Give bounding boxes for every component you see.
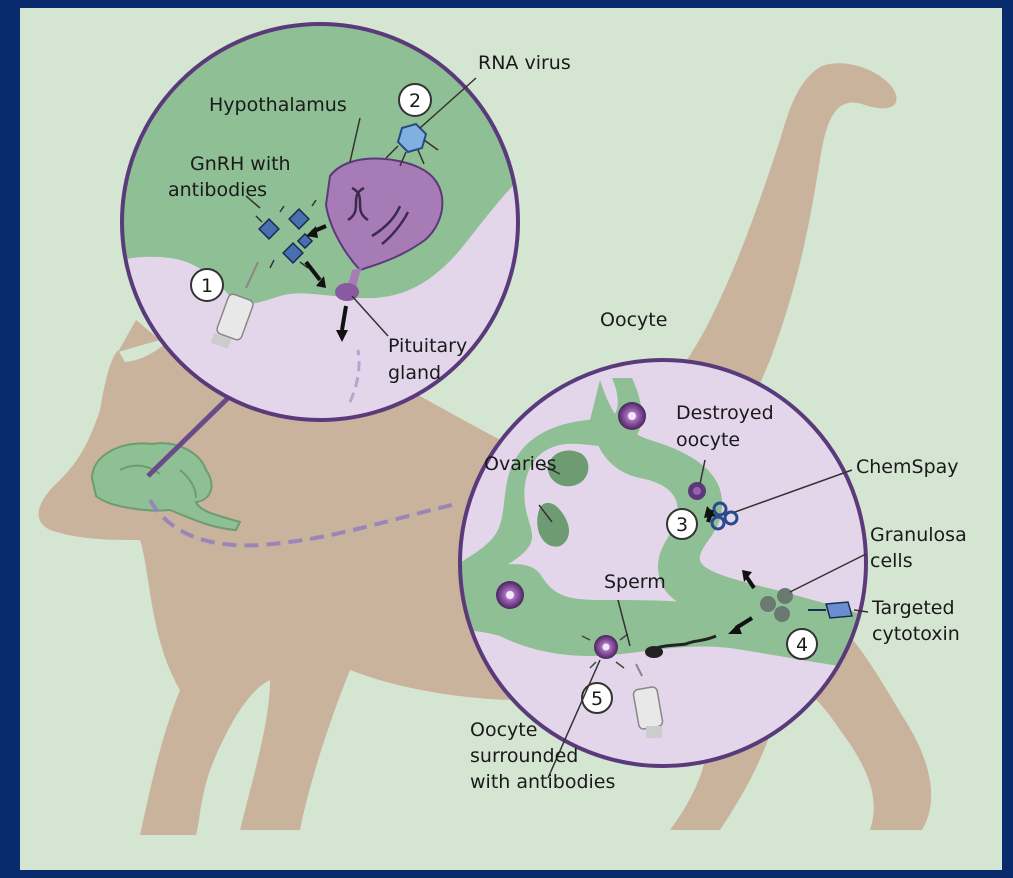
label-ovaries: Ovaries <box>484 453 557 475</box>
svg-text:4: 4 <box>796 634 808 656</box>
label-gnrh-1: GnRH with <box>190 153 291 175</box>
label-granulosa-2: cells <box>870 550 913 572</box>
svg-text:1: 1 <box>201 275 213 297</box>
step-5-badge: 5 <box>582 683 612 713</box>
step-3-badge: 3 <box>667 509 697 539</box>
label-surrounded-1: Oocyte <box>470 719 537 741</box>
label-targeted-2: cytotoxin <box>872 623 960 645</box>
svg-text:5: 5 <box>591 688 603 710</box>
step-1-badge: 1 <box>191 269 223 301</box>
label-granulosa-1: Granulosa <box>870 524 967 546</box>
label-oocyte: Oocyte <box>600 309 667 331</box>
svg-text:2: 2 <box>409 90 421 112</box>
label-targeted-1: Targeted <box>871 597 955 619</box>
label-gnrh-2: antibodies <box>168 179 267 201</box>
step-2-badge: 2 <box>399 84 431 116</box>
label-pituitary-1: Pituitary <box>388 335 467 357</box>
label-destroyed-1: Destroyed <box>676 402 774 424</box>
label-surrounded-3: with antibodies <box>470 771 615 793</box>
label-surrounded-2: surrounded <box>470 745 578 767</box>
label-hypothalamus: Hypothalamus <box>209 94 347 116</box>
label-sperm: Sperm <box>604 571 666 593</box>
label-chemspay: ChemSpay <box>856 456 959 478</box>
destroyed-oocyte-icon <box>688 482 706 500</box>
svg-text:3: 3 <box>676 514 688 536</box>
label-destroyed-2: oocyte <box>676 429 740 451</box>
label-pituitary-2: gland <box>388 362 441 384</box>
label-rna-virus: RNA virus <box>478 52 571 74</box>
step-4-badge: 4 <box>787 629 817 659</box>
